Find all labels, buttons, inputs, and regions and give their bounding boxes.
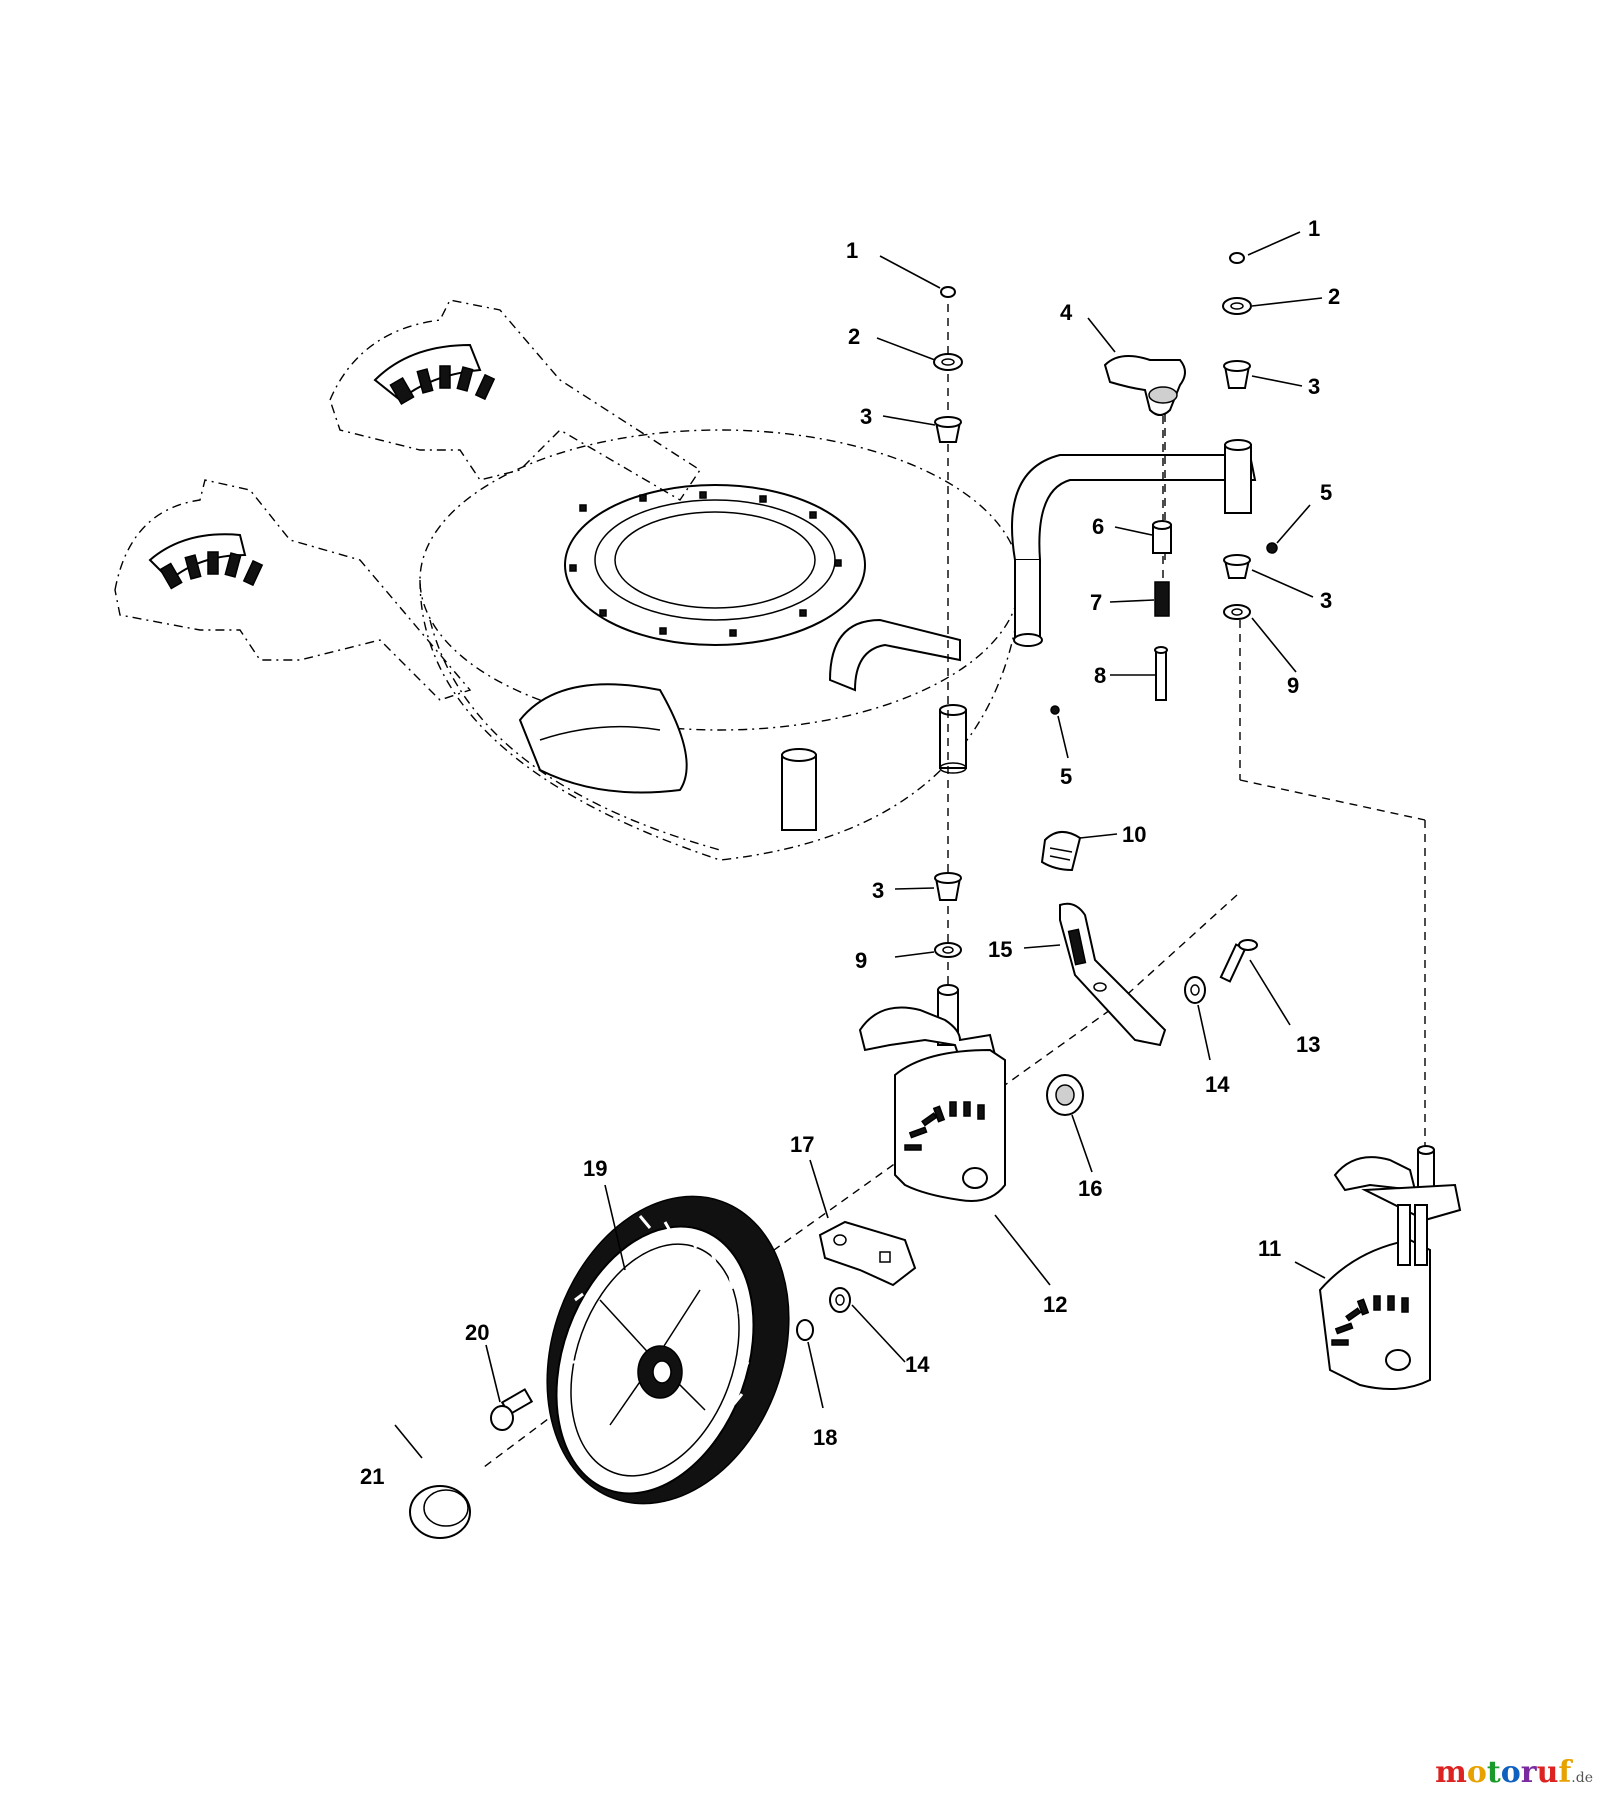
mower-deck-housing — [419, 429, 1021, 861]
washer-9-left — [934, 942, 962, 958]
height-adjust-knob-4 — [1103, 355, 1186, 416]
height-adjust-plate-12 — [858, 984, 1006, 1202]
callout-3-left-lower: 3 — [872, 878, 884, 903]
callout-3-right-upper: 3 — [1308, 374, 1320, 399]
callout-16: 16 — [1078, 1176, 1102, 1201]
pin-6 — [1152, 520, 1172, 554]
height-adjust-plate-11 — [1318, 1145, 1462, 1390]
bushing-3-left-lower — [934, 872, 962, 901]
spring-clip-10 — [1040, 831, 1082, 872]
callout-2-right: 2 — [1328, 284, 1340, 309]
leader-lines — [394, 231, 1326, 1459]
spring-7 — [1154, 581, 1170, 617]
bushing-3-right-lower — [1223, 554, 1251, 579]
nut-18 — [796, 1319, 814, 1341]
shoulder-bolt-13 — [1219, 939, 1258, 983]
washer-9-right — [1223, 604, 1251, 620]
deck-bolt-holes — [569, 491, 842, 637]
bracket-vent-slots-lower — [159, 551, 264, 590]
bracket-vent-slots-upper — [389, 365, 496, 406]
lock-nut-16 — [1046, 1074, 1084, 1116]
callout-3-right-lower: 3 — [1320, 588, 1332, 613]
callout-20: 20 — [465, 1320, 489, 1345]
ball-5-left — [1050, 705, 1060, 715]
callout-6: 6 — [1092, 514, 1104, 539]
callout-11: 11 — [1258, 1236, 1281, 1261]
bushing-3-right-upper — [1223, 360, 1251, 389]
retaining-clip-1-left — [940, 286, 956, 298]
rear-bracket-upper — [329, 299, 701, 501]
ball-5-right — [1266, 542, 1278, 554]
callout-2-left: 2 — [848, 324, 860, 349]
callout-10: 10 — [1122, 822, 1146, 847]
height-notches-12 — [904, 1101, 985, 1151]
adjust-lever-15 — [1059, 902, 1167, 1047]
callout-5-left: 5 — [1060, 764, 1072, 789]
washer-2-right — [1222, 297, 1252, 315]
hub-cap-21 — [409, 1485, 471, 1539]
callout-12: 12 — [1043, 1292, 1067, 1317]
height-notches-11 — [1331, 1295, 1409, 1346]
pivot-block — [1224, 439, 1252, 514]
callout-9-right: 9 — [1287, 673, 1299, 698]
callout-4: 4 — [1060, 300, 1073, 325]
washer-14-lower — [829, 1287, 851, 1313]
callout-7: 7 — [1090, 590, 1102, 615]
callout-9-left: 9 — [855, 948, 867, 973]
front-axle-tube — [781, 454, 1257, 831]
callout-5-right: 5 — [1320, 480, 1332, 505]
callout-1-left: 1 — [846, 238, 858, 263]
rear-bracket-lower — [114, 479, 472, 701]
axle-bolt-20 — [490, 1388, 534, 1431]
callout-15: 15 — [988, 937, 1012, 962]
callout-17: 17 — [790, 1132, 814, 1157]
wheel-19 — [546, 1195, 790, 1505]
tire-tread — [569, 1215, 750, 1430]
retaining-clip-1-right — [1229, 252, 1245, 264]
callout-14-lower: 14 — [905, 1352, 930, 1377]
washer-2-left — [933, 353, 963, 371]
callout-13: 13 — [1296, 1032, 1320, 1057]
callout-8: 8 — [1094, 663, 1106, 688]
callout-1-right: 1 — [1308, 216, 1320, 241]
wheel-bracket-17 — [818, 1220, 917, 1287]
callout-labels: 1 2 3 1 2 3 4 5 6 3 7 9 8 5 10 3 9 15 13… — [360, 216, 1340, 1489]
site-watermark-logo: motoruf.de — [1435, 1755, 1593, 1790]
callout-19: 19 — [583, 1156, 607, 1181]
callout-21: 21 — [360, 1464, 384, 1489]
bushing-3-left-upper — [934, 416, 962, 443]
callout-18: 18 — [813, 1425, 837, 1450]
washer-14-upper — [1184, 976, 1206, 1004]
bolt-8 — [1154, 646, 1168, 701]
callout-14-upper: 14 — [1205, 1072, 1230, 1097]
callout-3-left-upper: 3 — [860, 404, 872, 429]
